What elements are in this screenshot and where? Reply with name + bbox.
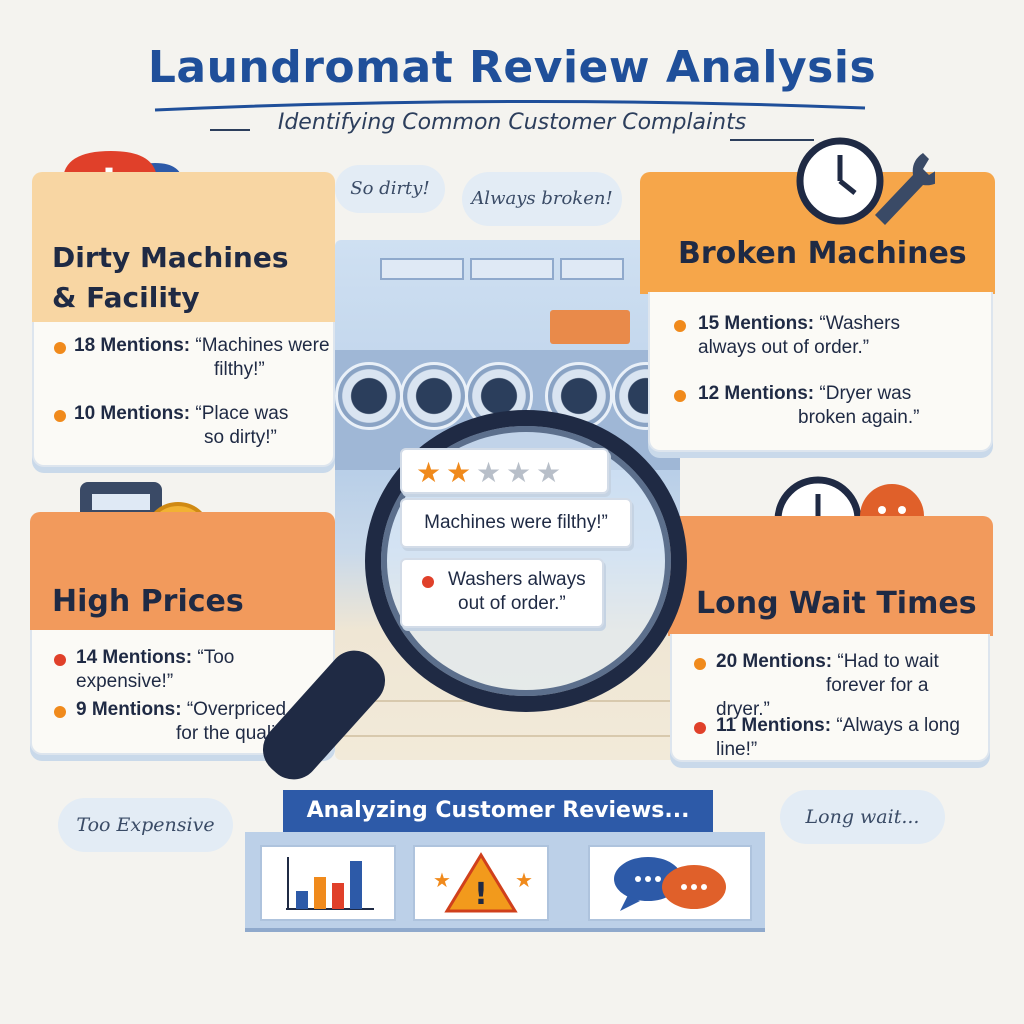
mention-count: 15 Mentions: [698,313,815,334]
speech-bubble: Long wait... [780,790,945,844]
speech-bubble: Too Expensive [58,798,233,852]
washer [335,362,403,430]
panel-chat [588,845,752,921]
mention-count: 14 Mentions: [76,647,193,668]
card-title: Broken Machines [678,236,967,271]
review-snippet-text: Washers always out of order.” [448,568,586,616]
svg-text:★: ★ [433,868,451,892]
chat-bubbles-icon [614,857,726,911]
star-icon: ★ [446,456,471,488]
card-body: 18 Mentions: “Machines were filthy!” 10 … [32,322,335,467]
panel-warning: ! ★ ★ [413,845,549,921]
card-title: High Prices [52,584,244,619]
card-header: High Prices [30,512,335,632]
speech-bubble: So dirty! [335,165,445,213]
card-title: Long Wait Times [696,586,977,621]
mention-count: 9 Mentions: [76,699,182,720]
review-snippet: Washers always out of order.” [400,558,604,628]
floor-tile-line [335,735,680,737]
panel-bar-chart [260,845,396,921]
mention-quote: forever for a dryer.” [716,675,929,720]
subtitle-rule [210,129,814,141]
list-item: 14 Mentions: “Too expensive!” [76,646,336,694]
mention-quote: broken again.” [798,407,920,428]
card-title-line: & Facility [52,281,200,314]
card-body: 20 Mentions: “Had to wait forever for a … [670,634,990,762]
mention-quote: “Always a long line!” [716,715,960,760]
mention-quote: “Machines were [195,335,330,356]
list-item: 20 Mentions: “Had to wait forever for a … [716,650,986,722]
list-item: 18 Mentions: “Machines were filthy!” [74,334,334,382]
page-title: Laundromat Review Analysis [147,42,877,93]
page-subtitle: Identifying Common Customer Complaints [277,110,747,135]
star-icon: ★ [506,456,531,488]
card-dirty-machines: Dirty Machines & Facility 18 Mentions: “… [32,172,335,472]
list-item: 15 Mentions: “Washers always out of orde… [698,312,988,360]
list-item: 9 Mentions: “Overpriced for the quality.… [76,698,336,746]
mention-count: 20 Mentions: [716,651,833,672]
title-underline-swoosh [154,99,866,112]
card-title: Dirty Machines & Facility [52,238,289,318]
mention-quote: “Washers [819,313,900,334]
card-body: 15 Mentions: “Washers always out of orde… [648,292,993,452]
analysis-banner: Analyzing Customer Reviews... [283,790,713,832]
review-snippet: Machines were filthy!” [400,498,632,548]
card-header: Long Wait Times [668,516,993,636]
review-snippet-line: out of order.” [458,593,566,614]
card-title-line: Dirty Machines [52,241,289,274]
mention-quote: always out of order.” [698,337,870,358]
clock-wrench-icon [796,137,935,225]
review-snippet-line: Washers always [448,569,586,590]
mention-quote: “Dryer was [819,383,912,404]
mention-count: 18 Mentions: [74,335,191,356]
bar-chart-icon [286,857,374,910]
warning-icon: ! ★ ★ [433,852,533,913]
mention-quote: filthy!” [214,359,265,380]
mention-count: 11 Mentions: [716,715,832,736]
svg-text:!: ! [474,877,488,912]
review-rating-card: ★★★★★ [400,448,609,494]
svg-text:★: ★ [515,868,533,892]
list-item: 10 Mentions: “Place was so dirty!” [74,402,334,450]
star-icon: ★ [476,456,501,488]
scene-shelf [380,258,464,280]
star-icon: ★ [416,456,441,488]
card-long-wait: Long Wait Times 20 Mentions: “Had to wai… [668,516,993,766]
list-item: 12 Mentions: “Dryer was broken again.” [698,382,988,430]
mention-quote: “Place was [195,403,289,424]
scene-shelf [560,258,624,280]
washer [400,362,468,430]
mention-quote: “Had to wait [837,651,939,672]
mention-quote: “Overpriced [186,699,287,720]
speech-bubble: Always broken! [462,172,622,226]
mention-quote: “Too expensive!” [76,647,235,692]
star-rating: ★★★★★ [416,456,561,488]
card-header: Dirty Machines & Facility [32,172,335,324]
mention-count: 10 Mentions: [74,403,191,424]
scene-shelf [470,258,554,280]
card-broken-machines: Broken Machines 15 Mentions: “Washers al… [640,172,995,457]
star-icon: ★ [536,456,561,488]
mention-count: 12 Mentions: [698,383,815,404]
mention-quote: so dirty!” [204,427,277,448]
list-item: 11 Mentions: “Always a long line!” [716,714,986,762]
scene-boxes [550,310,630,344]
